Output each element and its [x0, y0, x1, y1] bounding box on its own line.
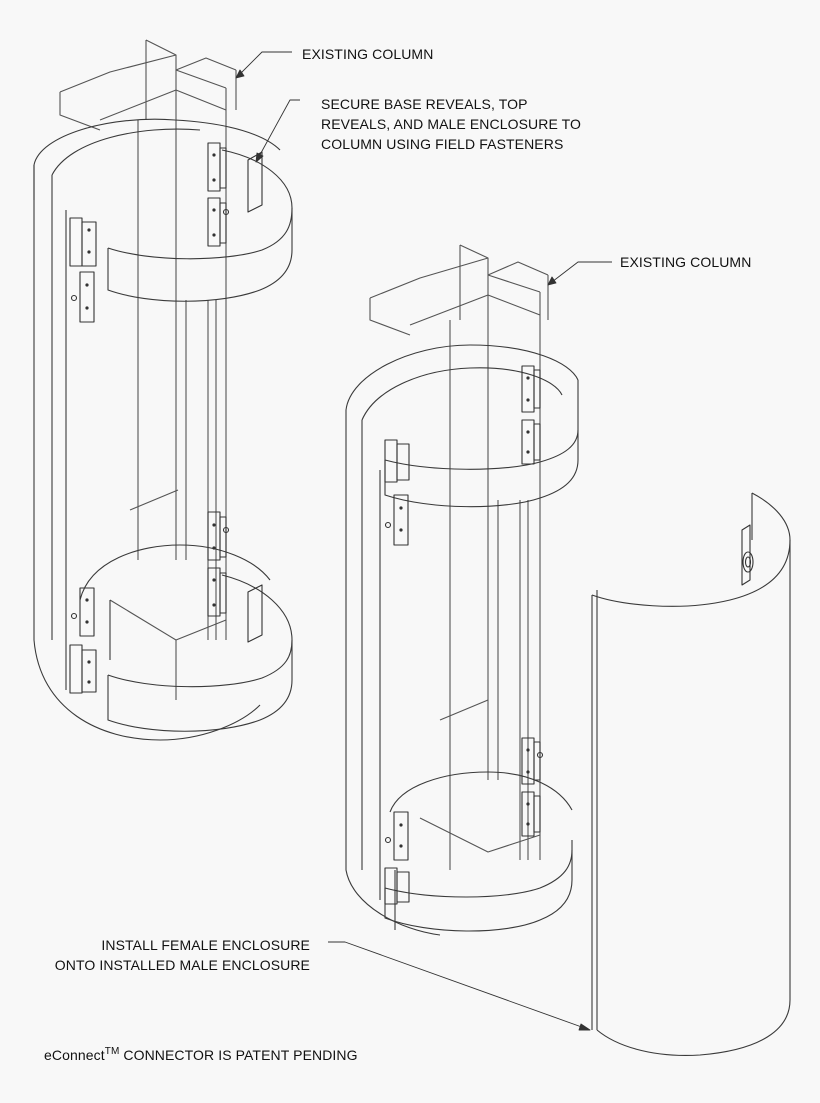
middle-top-reveal: [384, 380, 579, 508]
callout-install-female-line-1: INSTALL FEMALE ENCLOSURE: [101, 937, 310, 953]
callout-install-female-line-2: ONTO INSTALLED MALE ENCLOSURE: [54, 957, 310, 973]
callout-existing-column-left: EXISTING COLUMN: [302, 46, 434, 62]
middle-male-enclosure: [345, 344, 579, 936]
middle-leaders: [547, 261, 612, 286]
left-connectors: [69, 142, 263, 694]
footnote-trademark: TM: [104, 1046, 120, 1057]
middle-base-reveal: [384, 771, 573, 932]
middle-assembly: [345, 244, 612, 936]
econnect-slot: [741, 524, 754, 586]
callout-secure-reveals: SECURE BASE REVEALS, TOP REVEALS, AND MA…: [321, 94, 581, 154]
middle-fastener-dots: [384, 376, 544, 848]
left-fastener-dots: [70, 153, 230, 684]
left-top-reveal: [33, 149, 293, 302]
callout-secure-reveals-line-2: REVEALS, AND MALE ENCLOSURE TO: [321, 116, 582, 132]
callout-secure-reveals-line-3: COLUMN USING FIELD FASTENERS: [321, 136, 564, 152]
left-leaders: [235, 51, 300, 163]
callout-existing-column-right: EXISTING COLUMN: [620, 254, 752, 270]
callout-secure-reveals-line-1: SECURE BASE REVEALS, TOP: [321, 96, 528, 112]
left-base-reveal: [79, 544, 293, 732]
footnote-patent: eConnectTM CONNECTOR IS PATENT PENDING: [44, 1042, 358, 1065]
footnote-text: CONNECTOR IS PATENT PENDING: [119, 1047, 358, 1063]
left-assembly: [33, 39, 300, 741]
left-male-enclosure: [33, 118, 281, 741]
middle-connectors: [384, 365, 541, 905]
female-leader: [328, 941, 591, 1031]
female-enclosure: [328, 492, 791, 1056]
footnote-brand: eConnect: [44, 1047, 105, 1063]
callout-install-female: INSTALL FEMALE ENCLOSURE ONTO INSTALLED …: [55, 935, 310, 975]
